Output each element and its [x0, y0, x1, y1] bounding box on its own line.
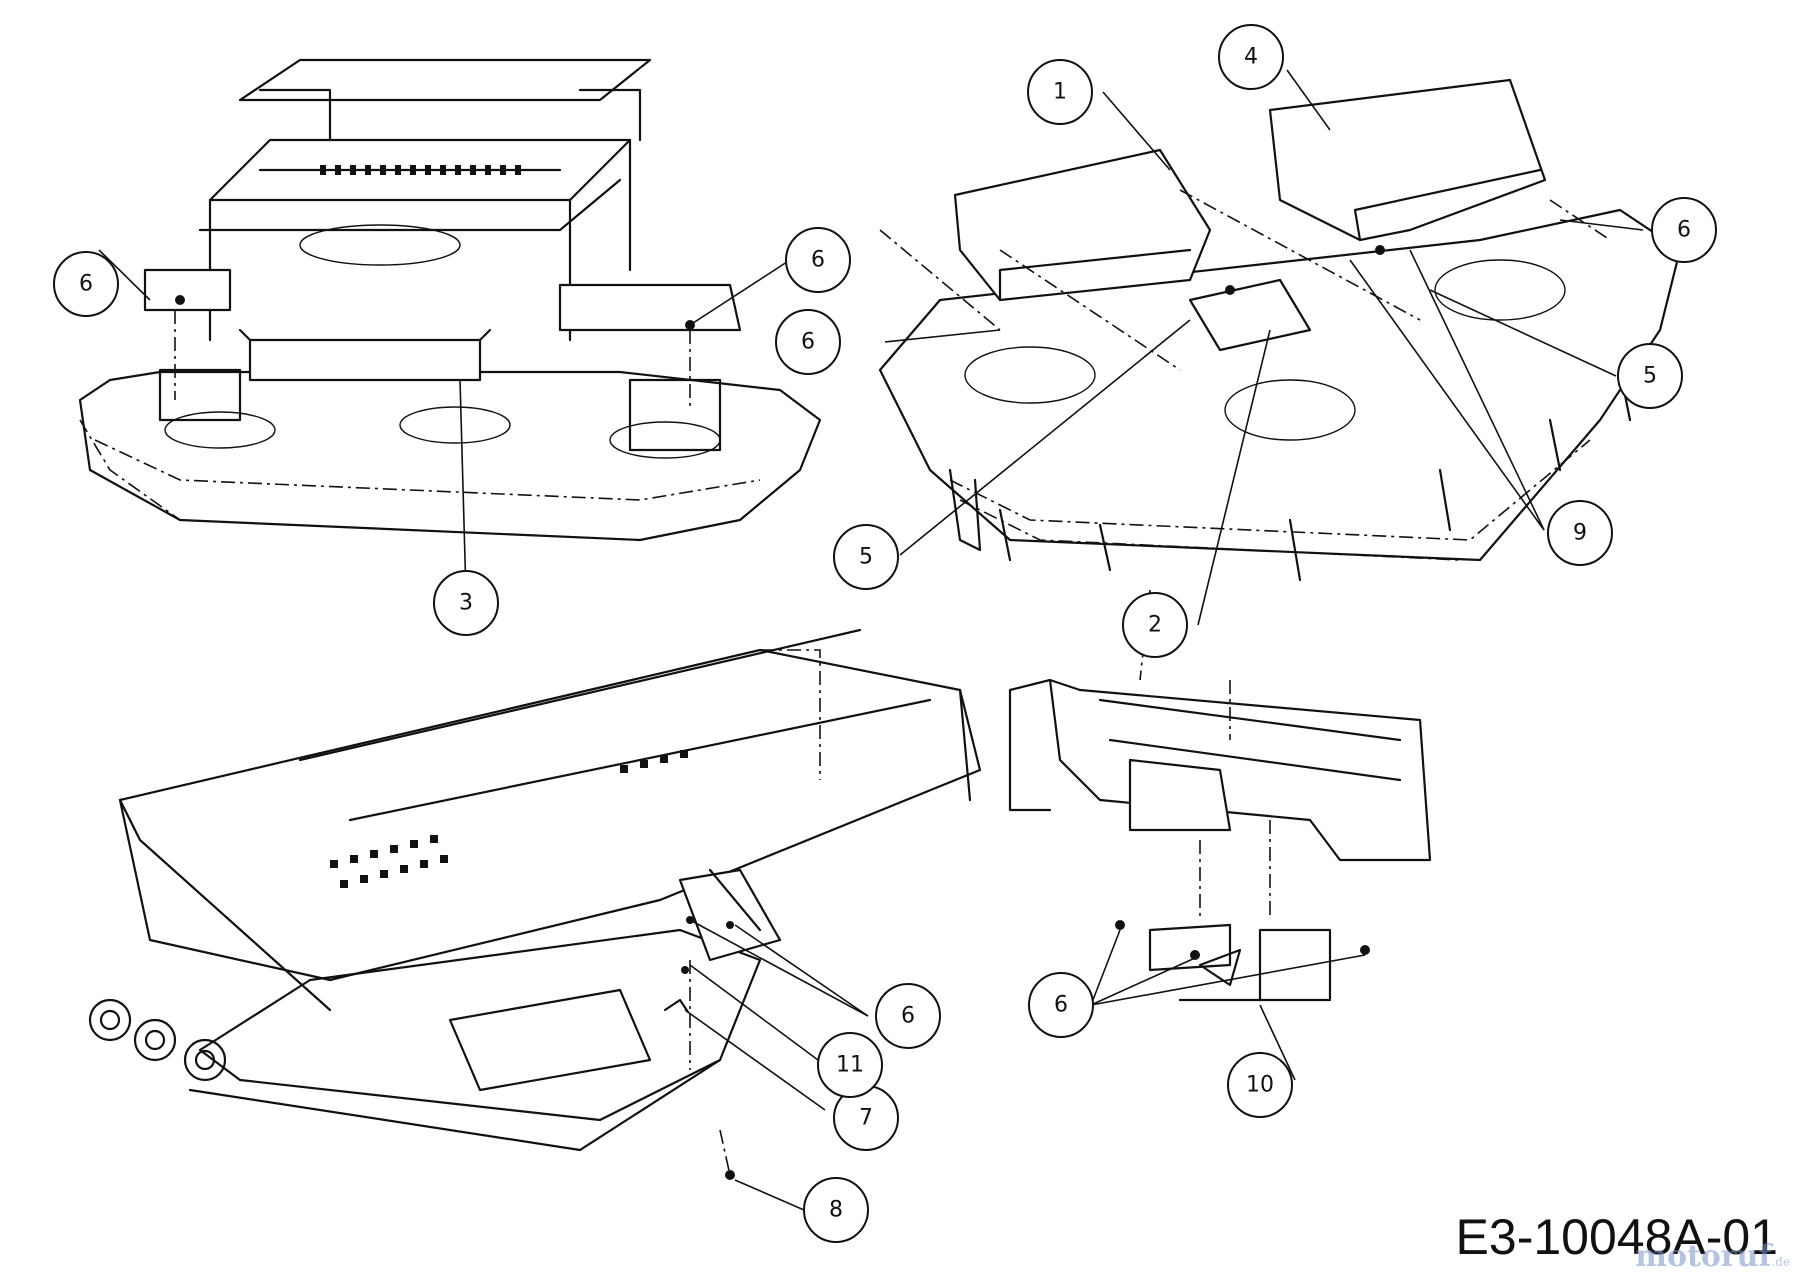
callout-5b: 5	[1617, 343, 1683, 409]
callout-6a: 6	[53, 251, 119, 317]
callout-label-6b: 6	[811, 248, 825, 273]
callout-label-10: 10	[1246, 1073, 1274, 1098]
callout-label-3: 3	[459, 591, 473, 616]
callout-label-1: 1	[1053, 80, 1067, 105]
callout-label-5b: 5	[1643, 364, 1657, 389]
callout-6f: 6	[1028, 972, 1094, 1038]
callout-label-6f: 6	[1054, 993, 1068, 1018]
callout-label-11: 11	[836, 1053, 864, 1078]
frame-grid-texture-2	[330, 750, 688, 888]
callout-11: 11	[817, 1032, 883, 1098]
callout-label-5a: 5	[859, 545, 873, 570]
callout-4: 4	[1218, 24, 1284, 90]
callout-8: 8	[803, 1177, 869, 1243]
view-bottom-right-bracket	[1008, 589, 1432, 1002]
callout-label-6e: 6	[901, 1004, 915, 1029]
callout-6c: 6	[775, 309, 841, 375]
view-top-right-deck	[878, 78, 1682, 582]
view-bottom-left-assembly	[88, 628, 982, 1180]
callout-label-8: 8	[829, 1198, 843, 1223]
callout-label-6d: 6	[1677, 218, 1691, 243]
callout-5a: 5	[833, 524, 899, 590]
callout-6e: 6	[875, 983, 941, 1049]
callout-label-6a: 6	[79, 272, 93, 297]
watermark-suffix: .de	[1771, 1255, 1790, 1269]
callout-label-7: 7	[859, 1106, 873, 1131]
document-code: E3-10048A-01	[1455, 1209, 1778, 1265]
callout-9: 9	[1547, 500, 1613, 566]
callout-10: 10	[1227, 1052, 1293, 1118]
callout-6b: 6	[785, 227, 851, 293]
callout-label-2: 2	[1148, 613, 1162, 638]
frame-grid-texture	[320, 165, 521, 175]
watermark-text: motoruf	[1635, 1239, 1772, 1274]
callout-label-6c: 6	[801, 330, 815, 355]
view-top-left-assembly	[78, 58, 822, 542]
callout-1: 1	[1027, 59, 1093, 125]
callout-3: 3	[433, 570, 499, 636]
watermark-logo: motoruf.de	[1635, 1242, 1790, 1272]
callout-2: 2	[1122, 592, 1188, 658]
leader-lines	[98, 69, 1644, 1211]
callout-label-4: 4	[1244, 45, 1258, 70]
callout-6d: 6	[1651, 197, 1717, 263]
callout-label-9: 9	[1573, 521, 1587, 546]
